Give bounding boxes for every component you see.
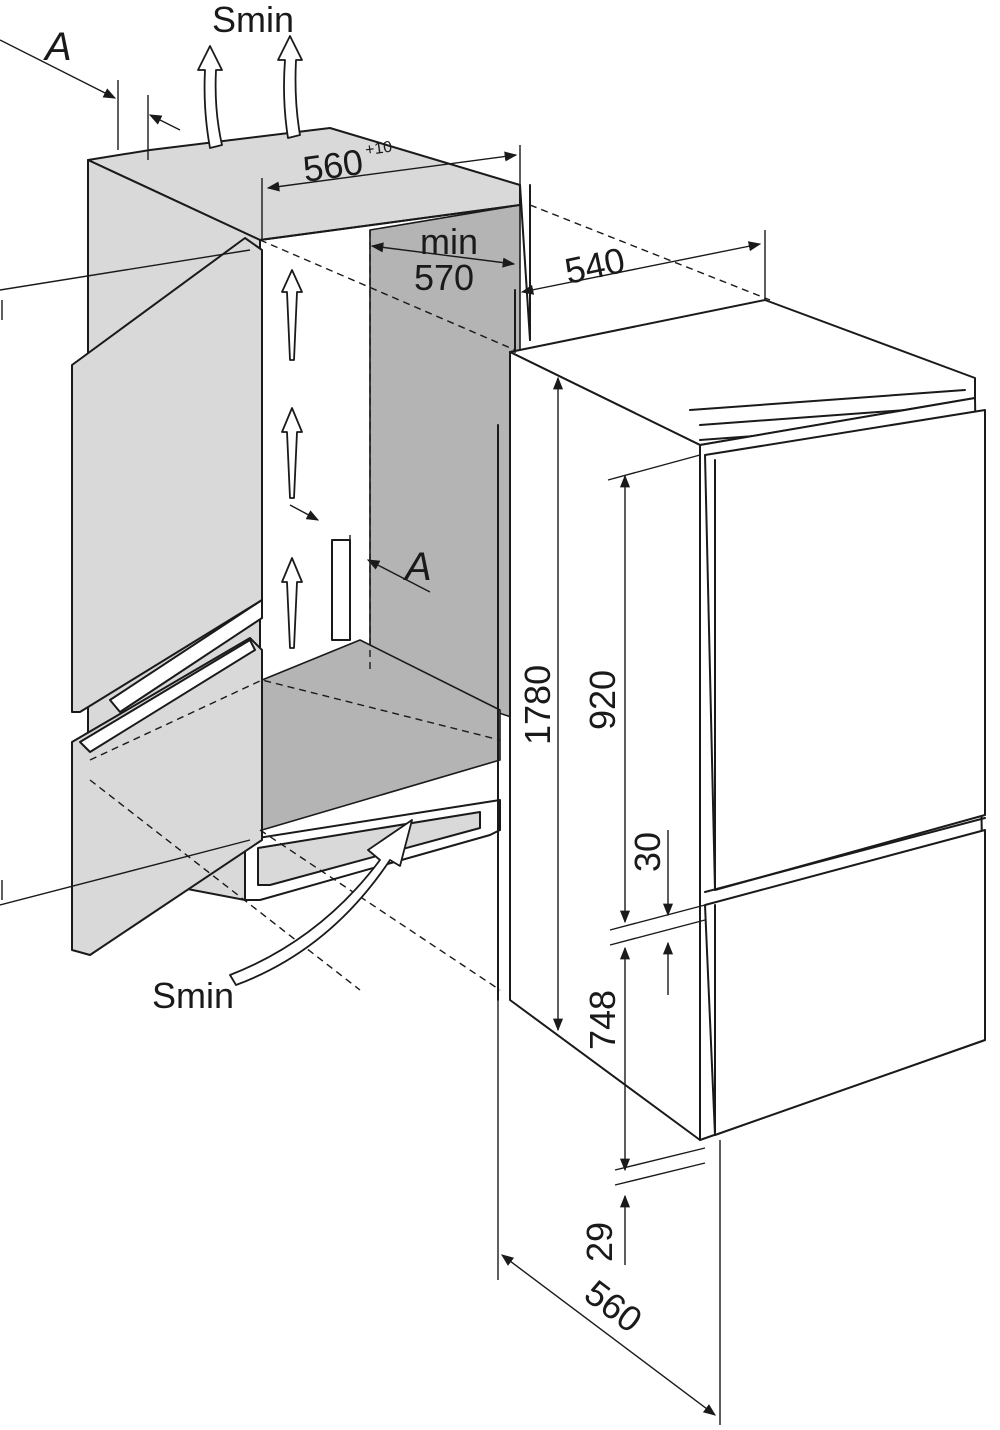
appliance-height-value: 1780 <box>517 665 558 745</box>
airflow-arrow-top-right <box>277 35 303 139</box>
bottom-offset-value: 29 <box>579 1222 620 1262</box>
s-min-bottom-label: Smin <box>152 975 234 1016</box>
a-top-label: A <box>43 25 72 69</box>
s-min-top-label: Smin <box>212 0 294 40</box>
airflow-arrow-top-left <box>197 45 223 149</box>
door-gap-value: 30 <box>627 832 668 872</box>
airflow-arrow-inner-3 <box>281 557 303 649</box>
appliance-lower-door <box>704 829 986 1136</box>
upper-door-height-value: 920 <box>582 670 623 730</box>
niche-width-tolerance: +10 <box>364 139 393 160</box>
refrigerator-appliance <box>497 289 986 1141</box>
airflow-arrow-inner-1 <box>281 269 303 361</box>
cabinet-niche <box>71 127 771 991</box>
appliance-depth-value: 540 <box>561 239 628 292</box>
airflow-arrow-bottom <box>229 819 413 986</box>
min-depth-label: min <box>420 221 478 262</box>
air-slot <box>331 539 351 641</box>
appliance-width-value: 560 <box>577 1272 650 1341</box>
a-middle-label: A <box>403 545 432 589</box>
airflow-arrows <box>197 35 413 986</box>
dimension-annotations <box>0 39 766 1425</box>
appliance-upper-door <box>704 409 986 891</box>
airflow-arrow-inner-2 <box>281 407 303 499</box>
lower-door-height-value: 748 <box>582 990 623 1050</box>
niche-width-value: 560 <box>300 141 365 190</box>
min-depth-value: 570 <box>414 257 474 298</box>
